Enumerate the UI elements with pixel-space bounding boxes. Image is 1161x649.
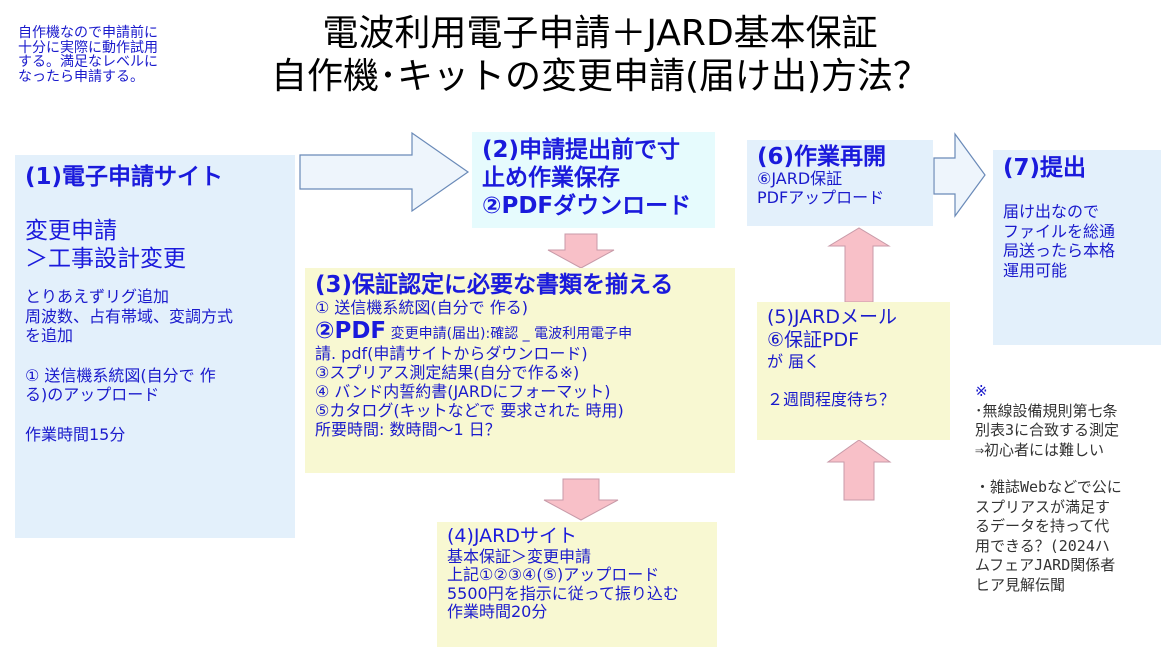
pre-note: 自作機なので申請前に 十分に実際に動作試用 する。満足なレベルに なったら申請す… [18, 26, 158, 85]
step-3-box: (3)保証認定に必要な書類を揃える ① 送信機系統図(自分で 作る) ②PDF … [305, 268, 735, 473]
step-text: ファイルを総通 [1003, 221, 1116, 241]
step-text: 上記①②③④(⑤)アップロード [447, 565, 660, 585]
pdf-desc: 変更申請(届出):確認 _ 電波利用電子申 [386, 326, 633, 342]
note-line: ヒア見解伝聞 [975, 575, 1066, 594]
step-text: を追加 [25, 326, 74, 346]
step-heading: (4)JARDサイト [447, 525, 578, 547]
up-arrow-4-to-5 [826, 439, 892, 501]
step-6-box: (6)作業再開 ⑥JARD保証 PDFアップロード [747, 140, 933, 226]
spacer [975, 460, 1122, 478]
step-text: ⑥JARD保証 [757, 169, 843, 189]
step-text: ① 送信機系統図(自分で 作 [25, 365, 216, 385]
note-line: なったら申請する。 [18, 69, 144, 86]
right-arrow-6-to-7 [933, 132, 986, 218]
step-7-box: (7)提出 届け出なので ファイルを総通 局送ったら本格 運用可能 [993, 150, 1161, 345]
step-heading: (3)保証認定に必要な書類を揃える [315, 272, 674, 298]
step-heading: (2)申請提出前で寸 [482, 137, 681, 163]
note-line: ・雑誌Webなどで公に [975, 478, 1122, 496]
down-arrow-3-to-4 [543, 478, 619, 521]
title-line: 自作機･キットの変更申請(届け出)方法？ [270, 56, 930, 98]
note-line: ･無線設備規則第七条 [975, 401, 1118, 420]
step-4-box: (4)JARDサイト 基本保証＞変更申請 上記①②③④(⑤)アップロード 550… [437, 522, 717, 647]
step-text: る)のアップロード [25, 385, 160, 405]
note-line: ※ [975, 382, 988, 400]
up-arrow-5-to-6 [827, 227, 891, 303]
step-text: 周波数、占有帯域、変調方式 [25, 306, 234, 326]
down-arrow-2-to-3 [547, 233, 615, 269]
doc-item: ②PDF 変更申請(届出):確認 _ 電波利用電子申 [315, 318, 725, 345]
step-heading: 止め作業保存 [482, 165, 620, 192]
note-line: ⇒初心者には難しい [975, 440, 1105, 459]
doc-item: ④ バンド内誓約書(JARDにフォーマット) [315, 381, 611, 401]
step-sub: ＞工事設計変更 [25, 246, 186, 273]
step-text: 基本保証＞変更申請 [447, 546, 592, 566]
step-time: 作業時間20分 [447, 602, 548, 622]
step-text: ２週間程度待ち？ [767, 389, 896, 409]
step-time: 所要時間: 数時間〜1 日？ [315, 419, 501, 439]
step-text: が 届く [767, 352, 821, 372]
step-heading: (7)提出 [1003, 155, 1087, 181]
note-line: する。満足なレベルに [18, 54, 158, 71]
note-line: 自作機なので申請前に [18, 25, 158, 41]
doc-item: 請. pdf(申請サイトからダウンロード) [315, 344, 588, 364]
doc-item: ⑤カタログ(キットなどで 要求された 時用) [315, 400, 624, 420]
note-line: 別表3に合致する測定 [975, 421, 1120, 439]
note-line: ムフェアJARD関係者 [975, 556, 1116, 574]
step-heading: (1)電子申請サイト [25, 164, 224, 190]
note-line: 用できる？(2024ハ [975, 536, 1110, 555]
step-5-box: (5)JARDメール ⑥保証PDF が 届く ２週間程度待ち？ [757, 302, 950, 440]
right-arrow-1-to-2 [299, 131, 470, 213]
step-heading: (5)JARDメール [767, 306, 898, 328]
page-title: 電波利用電子申請＋JARD基本保証 自作機･キットの変更申請(届け出)方法？ [230, 12, 970, 98]
note-line: 十分に実際に動作試用 [18, 39, 158, 56]
spacer [767, 372, 940, 390]
step-text: とりあえずリグ追加 [25, 287, 170, 307]
pdf-label: ②PDF [315, 318, 387, 344]
step-text: 運用可能 [1003, 260, 1068, 280]
step-heading: (6)作業再開 [757, 144, 887, 170]
step-text: PDFアップロード [757, 187, 885, 207]
step-text: ⑥保証PDF [767, 329, 860, 352]
title-line: 電波利用電子申請＋JARD基本保証 [322, 13, 878, 54]
note-line: るデータを持って代 [975, 517, 1110, 535]
step-text: 届け出なので [1003, 202, 1100, 222]
doc-item: ① 送信機系統図(自分で 作る) [315, 298, 529, 318]
step-text: 5500円を指示に従って振り込む [447, 583, 679, 603]
side-note: ※ ･無線設備規則第七条 別表3に合致する測定 ⇒初心者には難しい ・雑誌Web… [975, 382, 1122, 595]
doc-item: ③スプリアス測定結果(自分で作る※) [315, 363, 580, 382]
note-line: スプリアスが満足す [975, 497, 1111, 516]
step-heading: ②PDFダウンロード [482, 193, 692, 220]
step-text: 局送ったら本格 [1003, 241, 1116, 261]
step-2-box: (2)申請提出前で寸 止め作業保存 ②PDFダウンロード [472, 132, 715, 228]
step-sub: 変更申請 [25, 218, 117, 245]
step-1-box: (1)電子申請サイト 変更申請 ＞工事設計変更 とりあえずリグ追加 周波数、占有… [15, 155, 295, 538]
step-time: 作業時間15分 [25, 424, 126, 444]
